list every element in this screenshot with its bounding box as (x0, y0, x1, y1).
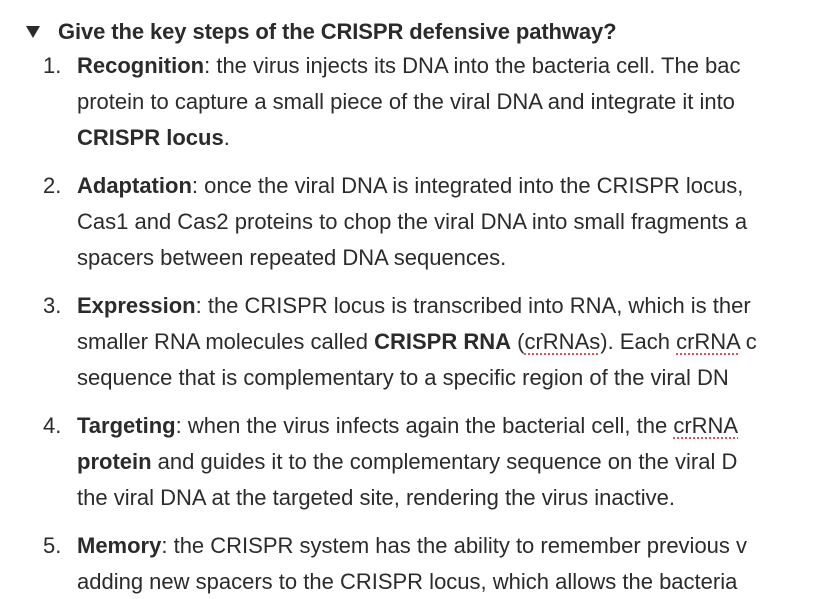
list-number: 5. (43, 533, 62, 558)
text: and guides it to the complementary seque… (151, 449, 738, 474)
list-item-text[interactable]: Adaptation: once the viral DNA is integr… (77, 168, 828, 276)
triangle-down-icon[interactable] (24, 23, 42, 41)
list-item-text[interactable]: Recognition: the virus injects its DNA i… (77, 48, 828, 156)
text: adding new spacers to the CRISPR locus, … (77, 569, 738, 594)
list-item-text[interactable]: Targeting: when the virus infects again … (77, 408, 828, 516)
list-item-expression: 3. Expression: the CRISPR locus is trans… (43, 288, 828, 396)
list-item-targeting: 4. Targeting: when the virus infects aga… (43, 408, 828, 516)
bold-text: CRISPR locus (77, 125, 224, 150)
toggle-block: Give the key steps of the CRISPR defensi… (24, 14, 828, 50)
spellcheck-word[interactable]: crRNA (676, 329, 740, 354)
text: Cas1 and Cas2 proteins to chop the viral… (77, 209, 748, 234)
list-number: 3. (43, 293, 62, 318)
toggle-title[interactable]: Give the key steps of the CRISPR defensi… (58, 19, 617, 44)
list-number: 4. (43, 413, 62, 438)
list-item-memory: 5. Memory: the CRISPR system has the abi… (43, 528, 828, 599)
list-number: 1. (43, 53, 62, 78)
text: : the CRISPR locus is transcribed into R… (195, 293, 751, 318)
text: : the virus injects its DNA into the bac… (204, 53, 741, 78)
text: : once the viral DNA is integrated into … (191, 173, 744, 198)
list-item-text[interactable]: Expression: the CRISPR locus is transcri… (77, 288, 828, 396)
spellcheck-word[interactable]: crRNA (673, 413, 739, 438)
bold-text: CRISPR RNA (374, 329, 512, 354)
toggle-header[interactable]: Give the key steps of the CRISPR defensi… (24, 14, 828, 50)
text: sequence that is complementary to a spec… (77, 365, 729, 390)
list-item-adaptation: 2. Adaptation: once the viral DNA is int… (43, 168, 828, 276)
term: Targeting (77, 413, 176, 438)
term: Memory (77, 533, 162, 558)
bold-text: protein (77, 449, 152, 474)
text: protein to capture a small piece of the … (77, 89, 735, 114)
text: spacers between repeated DNA sequences. (77, 245, 507, 270)
list-number: 2. (43, 173, 62, 198)
spellcheck-word[interactable]: crRNAs (524, 329, 601, 354)
text: the viral DNA at the targeted site, rend… (77, 485, 675, 510)
text: . (223, 125, 230, 150)
term: Recognition (77, 53, 205, 78)
text: : when the virus infects again the bacte… (175, 413, 674, 438)
list-item-recognition: 1. Recognition: the virus injects its DN… (43, 48, 828, 156)
list-item-text[interactable]: Memory: the CRISPR system has the abilit… (77, 528, 828, 599)
term: Adaptation (77, 173, 192, 198)
text: ( (511, 329, 525, 354)
steps-list: 1. Recognition: the virus injects its DN… (43, 48, 828, 599)
text: smaller RNA molecules called (77, 329, 375, 354)
text: c (739, 329, 757, 354)
term: Expression (77, 293, 196, 318)
text: : the CRISPR system has the ability to r… (161, 533, 748, 558)
text: ). Each (600, 329, 677, 354)
